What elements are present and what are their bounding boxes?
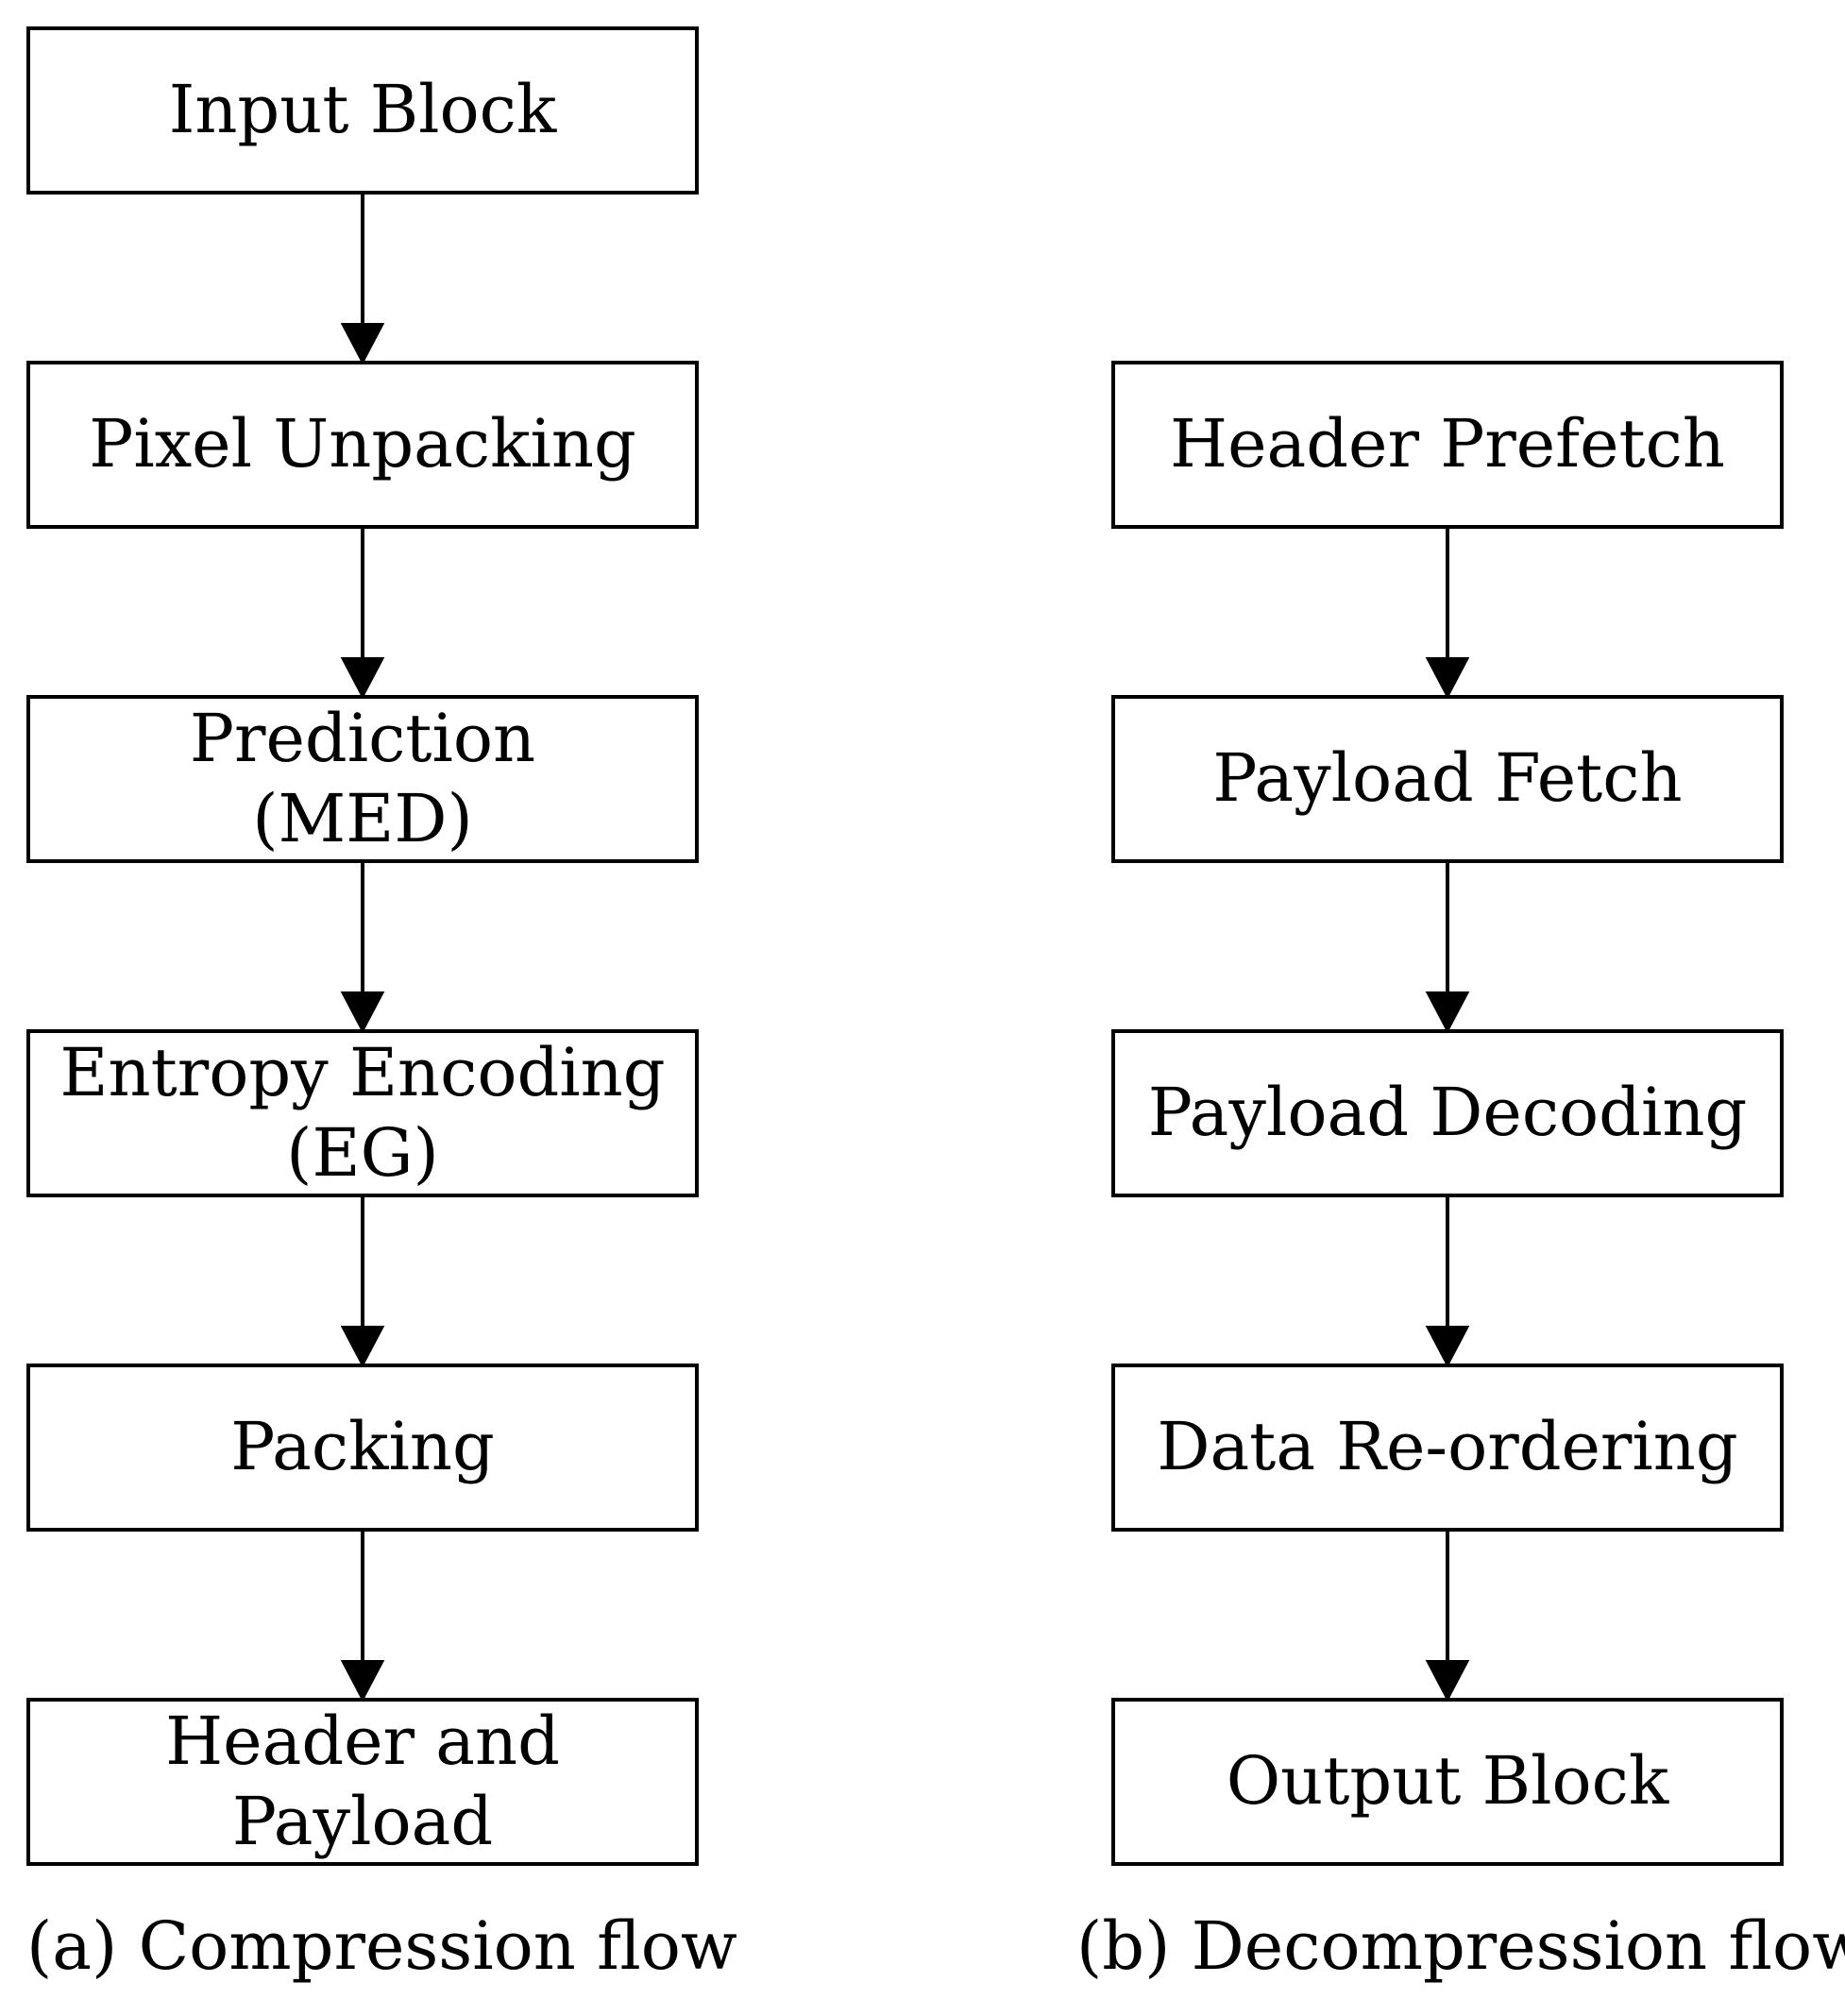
compression-step-header-and-payload: Header and Payload (26, 1698, 699, 1866)
decompression-arrows (1425, 529, 1470, 1703)
arrow-c-2-head (340, 657, 385, 700)
decompression-step-payload-decoding: Payload Decoding (1111, 1029, 1784, 1197)
step-label: Payload Fetch (1212, 739, 1683, 818)
step-label: Pixel Unpacking (89, 405, 636, 483)
arrow-d-4-head (1425, 1660, 1470, 1703)
arrow-c-1-head (340, 323, 385, 365)
compression-step-entropy-encoding: Entropy Encoding (EG) (26, 1029, 699, 1197)
step-label: Input Block (168, 71, 557, 149)
compression-arrows (340, 195, 385, 1703)
step-label: Header and (165, 1702, 560, 1780)
compression-caption: (a) Compression flow (26, 1907, 737, 1985)
arrow-c-5-head (340, 1660, 385, 1703)
compression-step-prediction: Prediction (MED) (26, 695, 699, 863)
step-label: Data Re-ordering (1157, 1408, 1738, 1486)
arrow-c-3-head (340, 991, 385, 1034)
arrow-c-4-head (340, 1326, 385, 1368)
compression-step-input-block: Input Block (26, 26, 699, 195)
step-label-sub: (MED) (252, 780, 473, 857)
decompression-caption: (b) Decompression flow (1076, 1907, 1845, 1985)
step-label-sub: Payload (231, 1783, 494, 1860)
step-label: Prediction (189, 699, 536, 777)
decompression-step-data-re-ordering: Data Re-ordering (1111, 1364, 1784, 1532)
decompression-step-payload-fetch: Payload Fetch (1111, 695, 1784, 863)
step-label: Entropy Encoding (59, 1033, 666, 1111)
arrow-d-2-head (1425, 991, 1470, 1034)
step-label: Payload Decoding (1147, 1074, 1748, 1152)
compression-step-pixel-unpacking: Pixel Unpacking (26, 361, 699, 529)
step-label: Packing (230, 1408, 495, 1486)
step-label: Header Prefetch (1170, 405, 1725, 483)
step-label: Output Block (1226, 1742, 1669, 1821)
compression-step-packing: Packing (26, 1364, 699, 1532)
step-label-sub: (EG) (286, 1114, 439, 1192)
arrow-d-3-head (1425, 1326, 1470, 1368)
decompression-step-output-block: Output Block (1111, 1698, 1784, 1866)
decompression-step-header-prefetch: Header Prefetch (1111, 361, 1784, 529)
arrow-d-1-head (1425, 657, 1470, 700)
